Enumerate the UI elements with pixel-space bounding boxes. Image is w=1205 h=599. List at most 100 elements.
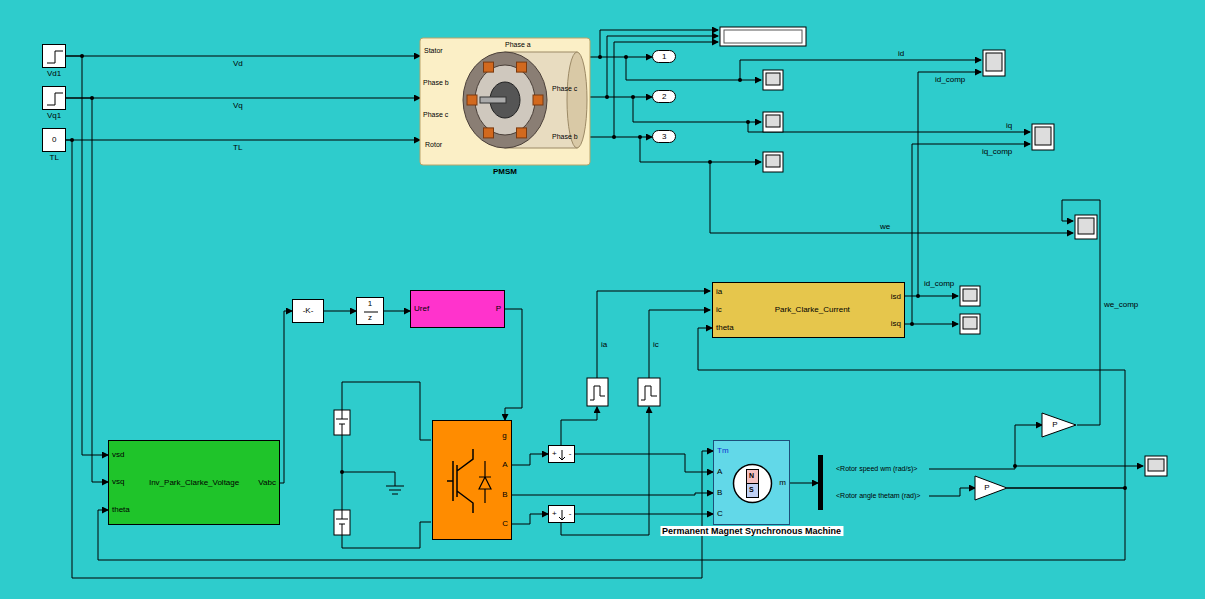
signal-line (66, 56, 420, 57)
dc-link-wires (342, 382, 431, 548)
port-label: + (552, 449, 557, 459)
signal-line (66, 98, 420, 99)
gain-triangle-icon (975, 476, 1007, 500)
bus-selector: <Rotor speed wm (rad/s)> <Rotor angle the… (818, 455, 929, 510)
port-label: vsq (112, 477, 130, 487)
signal-wires (561, 30, 1143, 535)
integrator-block: 1z (356, 297, 384, 325)
signal-label: TL (232, 143, 243, 153)
port-label: isq (891, 319, 901, 329)
gain-triangle: P (975, 476, 1007, 500)
bus-selector-icon (818, 455, 838, 510)
magnet-pole: N (749, 471, 754, 481)
signal-label: ic (653, 340, 659, 350)
block-name: Vd1 (47, 69, 61, 79)
signal-label: id (898, 49, 904, 59)
park-clarke-block: ia ic theta Park_Clarke_Current isd isq (712, 282, 905, 338)
ground-symbol (386, 486, 404, 494)
gain-block: -K- (292, 299, 324, 323)
image-label: Stator (424, 46, 443, 56)
port-label: Uref (414, 304, 429, 314)
dc-voltage-source (334, 410, 350, 535)
image-label: Phase b (552, 132, 578, 142)
pmsm-subsystem: PMSM (420, 38, 590, 165)
step-block-icon (43, 45, 67, 69)
signal-label: Vd (232, 59, 244, 69)
pm-machine: TmABCmPermanent Magnet Synchronous Machi… (713, 440, 790, 525)
signal-line (590, 137, 652, 138)
gain-triangle-icon (1042, 413, 1076, 437)
image-label: Phase b (423, 78, 449, 88)
signal-label: iq (1006, 121, 1012, 131)
port-label: - (569, 509, 572, 519)
image-label: Phase c (552, 84, 577, 94)
block-text: <Rotor angle thetam (rad)> (836, 491, 920, 501)
inverter-bridge-icon (433, 421, 513, 541)
signal-line (929, 425, 1042, 469)
scope-block (960, 286, 980, 306)
port-label: isd (891, 292, 901, 302)
signal-line (505, 309, 522, 420)
outport: 2 (652, 90, 676, 103)
image-label: Phase a (505, 40, 531, 50)
signal-line (280, 311, 292, 483)
step-block: Vq1 (42, 86, 66, 110)
signal-line (66, 140, 713, 578)
current-measurement: +- (548, 505, 575, 523)
scope-block (960, 314, 980, 334)
port-label: Tm (717, 446, 729, 456)
signal-label: iq_comp (982, 147, 1012, 157)
block-text: 1 (662, 52, 666, 62)
step-block: Vd1 (42, 44, 66, 68)
port-label: Vabc (258, 478, 276, 488)
display-block (720, 27, 806, 46)
signal-line (575, 454, 713, 472)
signal-line (512, 454, 548, 465)
image-label: Phase c (423, 110, 448, 120)
signal-line (929, 488, 975, 496)
signal-line (512, 514, 548, 524)
current-measurement: +- (548, 445, 575, 463)
signal-label: id_comp (935, 75, 965, 85)
signal-line (590, 57, 652, 58)
port-label: ic (716, 305, 734, 315)
port-label: theta (716, 323, 734, 333)
port-label: - (569, 449, 572, 459)
inverter-bridge: gABC (432, 420, 512, 540)
junction-dots (70, 54, 1127, 490)
step-block-icon (43, 87, 67, 111)
block-text: 3 (662, 132, 666, 142)
block-text: -K- (303, 306, 314, 316)
signal-line (790, 483, 818, 484)
scope-block (983, 50, 1005, 76)
gain-triangle: P (1042, 413, 1076, 437)
block-text: P (1052, 420, 1057, 430)
block-text: <Rotor speed wm (rad/s)> (836, 464, 917, 474)
port-label: B (717, 488, 729, 498)
port-label: C (502, 519, 508, 529)
scope-block (1032, 124, 1054, 150)
port-label: m (779, 478, 786, 488)
signal-line (575, 514, 713, 515)
outport: 1 (652, 50, 676, 63)
signal-label: ia (601, 340, 607, 350)
scope-block (1075, 215, 1097, 239)
block-name: PMSM (493, 167, 517, 177)
signal-label: id_comp (924, 279, 954, 289)
port-label: B (502, 490, 508, 500)
signal-line (66, 140, 420, 141)
scope-block (763, 112, 783, 132)
block-text: Inv_Park_Clarke_Voltage (149, 478, 239, 488)
outport: 3 (652, 130, 676, 143)
port-label: ia (716, 287, 734, 297)
scope-block (763, 70, 783, 90)
port-label: g (502, 431, 508, 441)
image-label: Rotor (425, 140, 442, 150)
block-text: Park_Clarke_Current (775, 305, 850, 315)
scope-block (1145, 456, 1167, 476)
signal-line (590, 97, 652, 98)
magnet-pole: S (749, 485, 754, 495)
block-name: Vq1 (47, 111, 61, 121)
block-text: 2 (662, 92, 666, 102)
signal-label: we (880, 222, 890, 232)
